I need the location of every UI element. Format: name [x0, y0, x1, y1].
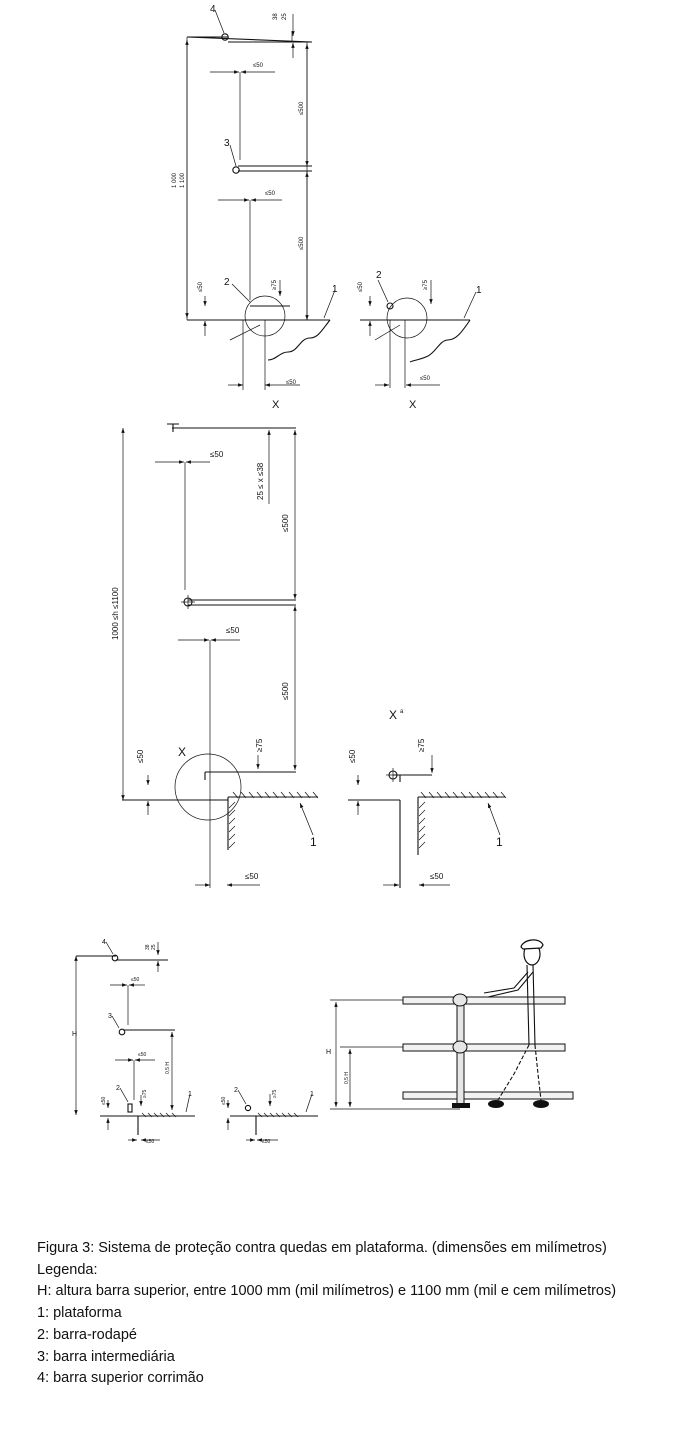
- dim2-le50-top: ≤50: [210, 450, 224, 459]
- d3-label-4: 4: [102, 939, 106, 946]
- detail-circle: [244, 295, 286, 337]
- bottom-rail: [402, 1091, 574, 1100]
- d3-label-1: 1: [188, 1091, 192, 1098]
- mid-rail-circle: [232, 166, 240, 174]
- detail2-x-sup: a: [400, 709, 404, 715]
- detail-label-2: 2: [376, 270, 382, 281]
- d3-dim-half-h: 0,5 H: [165, 1062, 171, 1074]
- worker-figure: [483, 939, 549, 1108]
- dim2-ge75: ≥75: [255, 738, 264, 752]
- dim-le50-a: ≤50: [253, 63, 264, 69]
- dim-le500-a: ≤500: [299, 101, 305, 115]
- label-x: X: [272, 399, 280, 411]
- label-2: 2: [224, 277, 230, 288]
- top-rail-mark: [167, 423, 179, 432]
- illus-H: H: [326, 1049, 331, 1056]
- detail-le50-bottom: ≤50: [420, 376, 431, 382]
- detail2-ge75: ≥75: [417, 738, 426, 752]
- detail-label-1: 1: [476, 285, 482, 296]
- detail-ge75: ≥75: [423, 279, 429, 290]
- label-3: 3: [224, 138, 230, 149]
- d3-dim-le50-left: ≤50: [101, 1096, 107, 1105]
- clamp-top: [452, 993, 468, 1007]
- dim-le50-c: ≤50: [286, 380, 297, 386]
- diagram-1: 4 3 2 1 ≤50 ≤50 ≤50 38 25 ≤500 ≤500 1 00…: [172, 4, 338, 411]
- dim-1000: 1 000: [172, 172, 178, 188]
- guardrail-illustration: H 0,5 H: [326, 939, 574, 1110]
- d3-label-2: 2: [116, 1085, 120, 1092]
- detail2-label-1: 1: [496, 835, 503, 849]
- caption-item-4: 4: barra superior corrimão: [37, 1370, 204, 1387]
- caption-h-line: H: altura barra superior, entre 1000 mm …: [37, 1283, 617, 1300]
- post-base: [452, 1103, 470, 1108]
- dim2-label-1: 1: [310, 835, 317, 849]
- dim-1100: 1 100: [180, 172, 186, 188]
- caption-item-3: 3: barra intermediária: [37, 1348, 175, 1365]
- dim2-le50-mid: ≤50: [226, 626, 240, 635]
- d3-dim-ge75: ≥75: [142, 1089, 148, 1098]
- diagram-2: ≤50 25 ≤ x ≤38 ≤500 1000 ≤h ≤1100 ≤50 ≤5…: [111, 423, 319, 888]
- dim2-le50-left: ≤50: [136, 749, 145, 763]
- d3-dim-le50-a: ≤50: [131, 977, 140, 983]
- d3d-le50-bottom: ≤50: [262, 1139, 271, 1145]
- illus-half-h: 0,5 H: [344, 1072, 350, 1084]
- d3-dim-38: 38: [145, 944, 151, 950]
- d3d-ge75: ≥75: [272, 1089, 278, 1098]
- detail2-le50-bottom: ≤50: [430, 872, 444, 881]
- detail-circle-x: [174, 753, 242, 821]
- d3-dim-H: H: [72, 1031, 77, 1038]
- d3-label-3: 3: [108, 1013, 112, 1020]
- caption-item-1: 1: plataforma: [37, 1305, 122, 1322]
- middle-rail: [402, 1043, 566, 1052]
- dim2-range-x: 25 ≤ x ≤38: [256, 462, 265, 500]
- dim2-le50-bottom: ≤50: [245, 872, 259, 881]
- d3d-label-1: 1: [310, 1091, 314, 1098]
- dim-25: 25: [282, 13, 288, 20]
- diagram-2-detail: X a ≤50 ≥75 ≤50 1: [348, 708, 507, 888]
- d3-dim-le50-bottom: ≤50: [146, 1139, 155, 1145]
- dim-38: 38: [273, 13, 279, 20]
- diagram-3: 4 3 2 1 38 25 ≤50 H ≤50 0,5 H ≤50 ≥75 ≤5…: [72, 939, 195, 1145]
- caption-item-2: 2: barra-rodapé: [37, 1326, 137, 1343]
- label-1: 1: [332, 284, 338, 295]
- clamp-mid: [452, 1040, 468, 1054]
- dim2-h-range: 1000 ≤h ≤1100: [111, 587, 120, 640]
- d3-dim-25: 25: [151, 944, 157, 950]
- d3-top-circle: [111, 954, 119, 962]
- dim-le50-b: ≤50: [265, 191, 276, 197]
- dim2-x: X: [178, 745, 186, 759]
- caption-legend-title: Legenda:: [37, 1261, 98, 1278]
- diagram-1-detail: 2 1 ≤50 ≥75 ≤50 X: [358, 270, 482, 411]
- d3d-toe-circle: [244, 1104, 252, 1112]
- top-rail-circle: [221, 33, 229, 41]
- dim2-le500-b: ≤500: [281, 682, 290, 700]
- detail-x: X: [409, 399, 417, 411]
- detail2-x: X: [389, 708, 397, 722]
- dim-ge75: ≥75: [272, 279, 278, 290]
- detail-le50: ≤50: [358, 281, 364, 292]
- label-4: 4: [210, 4, 216, 15]
- top-rail: [402, 996, 566, 1005]
- d3-dim-le50-b: ≤50: [138, 1052, 147, 1058]
- dim-le500-b: ≤500: [299, 236, 305, 250]
- dim-le50-left: ≤50: [198, 281, 204, 292]
- d3d-label-2: 2: [234, 1087, 238, 1094]
- d3-toe-board: [127, 1103, 133, 1113]
- caption-figure: Figura 3: Sistema de proteção contra que…: [37, 1240, 607, 1256]
- technical-drawings: 4 3 2 1 ≤50 ≤50 ≤50 38 25 ≤500 ≤500 1 00…: [72, 4, 574, 1145]
- detail2-le50: ≤50: [348, 749, 357, 763]
- d3d-le50: ≤50: [221, 1096, 227, 1105]
- dim2-le500-a: ≤500: [281, 514, 290, 532]
- diagram-3-detail: 2 1 ≤50 ≥75 ≤50: [221, 1087, 318, 1145]
- toe-board-circle: [386, 302, 394, 310]
- figure-caption: Figura 3: Sistema de proteção contra que…: [37, 1238, 677, 1390]
- d3-mid-circle: [118, 1028, 126, 1036]
